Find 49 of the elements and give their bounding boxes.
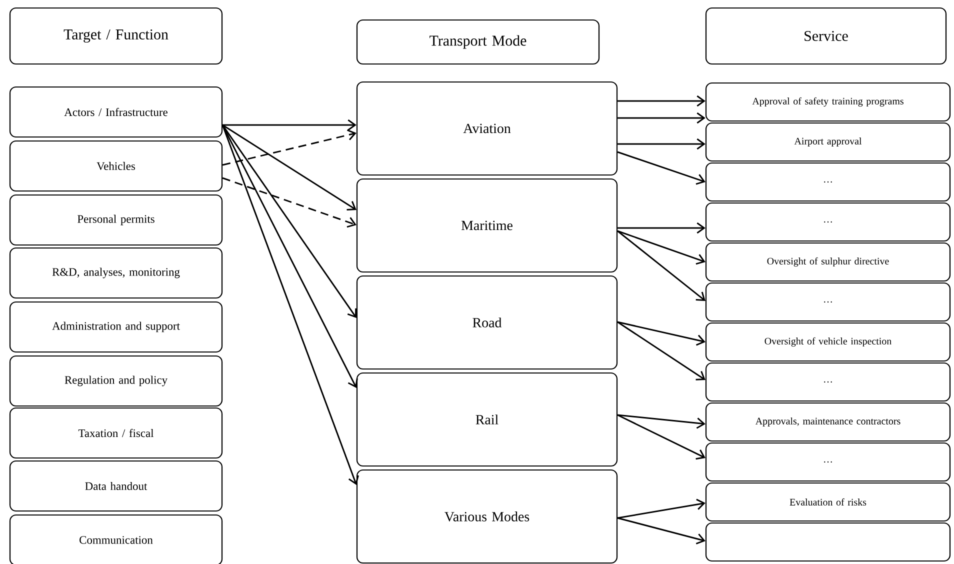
function-box: R&D, analyses, monitoring	[9, 247, 223, 299]
function-box: Regulation and policy	[9, 355, 223, 407]
service-box: …	[705, 202, 951, 242]
arrow	[617, 498, 706, 519]
arrow	[617, 517, 706, 544]
arrow	[617, 230, 706, 265]
arrow	[618, 112, 706, 124]
arrow	[617, 230, 706, 301]
function-box: Communication	[9, 514, 223, 564]
service-box: Evaluation of risks	[705, 482, 951, 522]
function-box: Administration and support	[9, 301, 223, 353]
arrow	[222, 124, 356, 211]
arrow	[222, 129, 356, 166]
column-header: Target / Function	[9, 7, 223, 65]
service-box: …	[705, 442, 951, 482]
function-box: Personal permits	[9, 194, 223, 246]
function-box: Vehicles	[9, 140, 223, 192]
mode-box: Road	[356, 275, 618, 370]
service-box: Approvals, maintenance contractors	[705, 402, 951, 442]
service-box: …	[705, 282, 951, 322]
service-box: Airport approval	[705, 122, 951, 162]
service-box: Oversight of sulphur directive	[705, 242, 951, 282]
arrow	[618, 222, 706, 234]
mode-box: Aviation	[356, 81, 618, 176]
arrow	[222, 124, 359, 485]
arrow	[222, 119, 356, 131]
arrow	[618, 138, 706, 150]
mode-box: Rail	[356, 372, 618, 467]
column-header: Service	[705, 7, 947, 65]
arrow	[617, 414, 706, 429]
arrow	[617, 414, 706, 460]
empty-box	[705, 522, 951, 562]
arrow	[222, 177, 356, 228]
arrow	[222, 124, 357, 318]
mode-box: Various Modes	[356, 469, 618, 564]
arrow	[617, 321, 706, 346]
service-box: …	[705, 362, 951, 402]
arrow	[618, 95, 706, 107]
service-box: Oversight of vehicle inspection	[705, 322, 951, 362]
function-box: Actors / Infrastructure	[9, 86, 223, 138]
function-box: Data handout	[9, 460, 223, 512]
function-box: Taxation / fiscal	[9, 407, 223, 459]
arrow	[222, 124, 358, 388]
column-header: Transport Mode	[356, 19, 600, 65]
service-box: Approval of safety training programs	[705, 82, 951, 122]
service-box: …	[705, 162, 951, 202]
arrow	[617, 321, 706, 380]
arrow	[617, 151, 706, 185]
mode-box: Maritime	[356, 178, 618, 273]
